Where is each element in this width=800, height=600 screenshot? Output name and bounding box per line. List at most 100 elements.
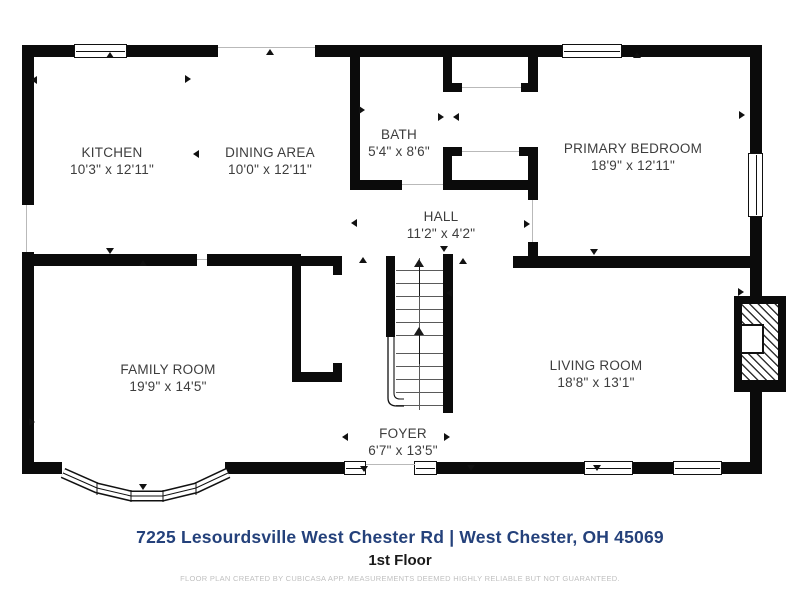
wall-segment: [22, 462, 62, 474]
fireplace: [734, 296, 786, 392]
opening-marker: [633, 52, 641, 58]
wall-segment: [225, 462, 345, 474]
opening-marker: [444, 433, 450, 441]
opening-marker: [351, 219, 357, 227]
opening-marker: [459, 258, 467, 264]
stair-up-arrow-icon: [414, 327, 424, 335]
opening-marker: [438, 113, 444, 121]
room-dims: 6'7" x 13'5": [368, 443, 438, 458]
opening-marker: [467, 465, 475, 471]
opening-marker: [266, 49, 274, 55]
stair-up-arrow-icon: [414, 259, 424, 267]
room-name: KITCHEN: [81, 145, 143, 160]
wall-segment: [333, 256, 342, 275]
wall-segment: [750, 390, 762, 474]
room-name: BATH: [380, 127, 417, 142]
wall-segment: [622, 45, 762, 57]
wall-segment: [528, 57, 538, 92]
opening-marker: [524, 220, 530, 228]
opening-marker: [453, 113, 459, 121]
wall-segment: [437, 462, 585, 474]
door-opening-line: [402, 184, 443, 185]
opening-marker: [342, 433, 348, 441]
room-dims: 18'8" x 13'1": [557, 375, 635, 390]
wall-segment: [22, 45, 34, 205]
wall-segment: [22, 252, 34, 474]
wall-segment: [633, 462, 674, 474]
door-opening-line: [366, 464, 415, 465]
wall-segment: [443, 254, 453, 413]
room-name: FOYER: [379, 426, 427, 441]
opening-marker: [29, 418, 35, 426]
room-name: DINING AREA: [225, 145, 315, 160]
footer: 7225 Lesourdsville West Chester Rd | Wes…: [0, 526, 800, 584]
room-label-foyer: FOYER 6'7" x 13'5": [368, 425, 438, 459]
room-name: PRIMARY BEDROOM: [563, 141, 703, 156]
room-dims: 10'0" x 12'11": [227, 162, 313, 177]
room-label-kitchen: KITCHEN 10'3" x 12'11": [70, 144, 154, 178]
opening-marker: [440, 246, 448, 252]
room-name: HALL: [423, 209, 459, 224]
wall-segment: [350, 180, 402, 190]
wall-segment: [443, 180, 529, 190]
window: [74, 44, 127, 58]
wall-segment: [350, 57, 360, 188]
room-name: LIVING ROOM: [549, 358, 643, 373]
opening-marker: [359, 106, 365, 114]
room-label-bath: BATH 5'4" x 8'6": [368, 126, 430, 160]
opening-marker: [446, 289, 452, 297]
room-label-hall: HALL 11'2" x 4'2": [407, 208, 476, 242]
door-opening-line: [26, 205, 27, 252]
wall-segment: [127, 45, 218, 57]
wall-segment: [750, 45, 762, 155]
wall-segment: [22, 45, 75, 57]
wall-segment: [386, 256, 395, 337]
door-opening-line: [462, 151, 519, 152]
room-label-primary-bedroom: PRIMARY BEDROOM 18'9" x 12'11": [564, 140, 702, 174]
wall-segment: [292, 372, 342, 382]
stair-up-arrow-shaft: [419, 334, 420, 364]
room-label-living-room: LIVING ROOM 18'8" x 13'1": [550, 357, 643, 391]
opening-marker: [31, 76, 37, 84]
wall-segment: [22, 254, 197, 266]
wall-segment: [443, 83, 462, 92]
opening-marker: [185, 75, 191, 83]
room-dims: 5'4" x 8'6": [368, 144, 430, 159]
door-opening-line: [462, 87, 521, 88]
window: [748, 153, 763, 217]
floor-title: 1st Floor: [368, 552, 432, 569]
wall-segment: [443, 147, 452, 188]
opening-marker: [360, 466, 368, 472]
opening-marker: [193, 150, 199, 158]
wall-segment: [292, 256, 342, 266]
room-dims: 19'9" x 14'5": [129, 379, 207, 394]
opening-marker: [139, 484, 147, 490]
window: [414, 461, 437, 475]
stair-up-arrow-shaft: [419, 266, 420, 296]
property-address: 7225 Lesourdsville West Chester Rd | Wes…: [136, 527, 664, 547]
door-opening-line: [197, 259, 207, 260]
door-opening-line: [218, 47, 315, 48]
wall-segment: [521, 83, 538, 92]
opening-marker: [106, 248, 114, 254]
opening-marker: [139, 260, 147, 266]
wall-segment: [513, 256, 762, 268]
room-dims: 18'9" x 12'11": [590, 158, 676, 173]
wall-segment: [528, 147, 538, 200]
window: [584, 461, 633, 475]
wall-segment: [443, 57, 452, 92]
window: [673, 461, 722, 475]
opening-marker: [590, 249, 598, 255]
opening-marker: [738, 288, 744, 296]
disclaimer-text: FLOOR PLAN CREATED BY CUBICASA APP. MEAS…: [180, 574, 620, 583]
opening-marker: [593, 465, 601, 471]
room-label-dining-area: DINING AREA 10'0" x 12'11": [225, 144, 315, 178]
room-label-family-room: FAMILY ROOM 19'9" x 14'5": [120, 361, 215, 395]
opening-marker: [739, 111, 745, 119]
wall-segment: [333, 363, 342, 382]
fireplace-firebox: [740, 324, 764, 354]
opening-marker: [106, 52, 114, 58]
floor-plan: KITCHEN 10'3" x 12'11" DINING AREA 10'0"…: [22, 44, 786, 502]
room-name: FAMILY ROOM: [120, 362, 216, 377]
